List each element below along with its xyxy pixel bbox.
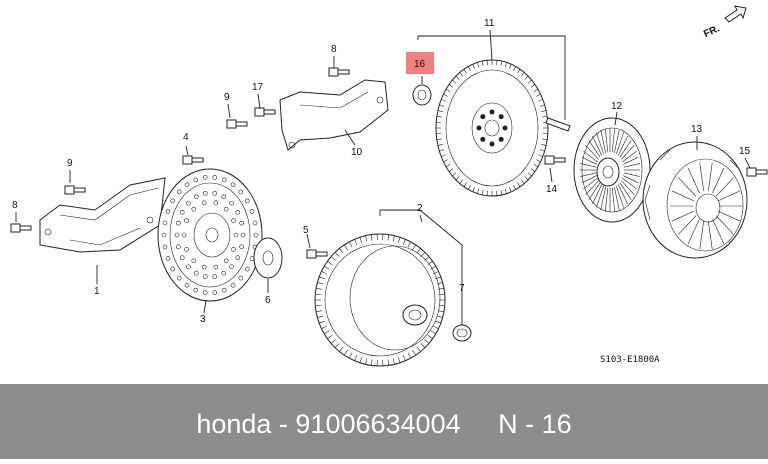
callout-14: 14 xyxy=(546,184,558,195)
callout-8-lower: 8 xyxy=(12,200,18,211)
bolt-shank xyxy=(756,170,767,174)
bolt-head xyxy=(11,224,20,232)
bolt-shank xyxy=(236,122,247,126)
part-3-drive-plate xyxy=(158,169,262,301)
callout-4: 4 xyxy=(183,132,189,143)
bolt-shank xyxy=(554,158,565,162)
callout-2: 2 xyxy=(417,203,423,214)
bolt-head xyxy=(65,186,74,194)
part-number-caption: honda - 91006634004 N - 16 xyxy=(0,384,768,459)
callout-11: 11 xyxy=(484,18,495,29)
bolt-shank xyxy=(74,188,85,192)
bolt-head xyxy=(255,108,264,116)
callout-1: 1 xyxy=(94,286,100,297)
bolt-head xyxy=(307,250,316,258)
part-7-o-ring xyxy=(453,325,471,341)
callout-10: 10 xyxy=(351,147,363,158)
bolt-hole xyxy=(499,114,504,119)
bolt xyxy=(11,224,31,232)
part-2-torque-converter xyxy=(315,234,445,366)
bolt xyxy=(329,68,349,76)
callout-17: 17 xyxy=(252,82,264,93)
callout-13: 13 xyxy=(691,124,703,135)
part-1-splash-guard xyxy=(40,178,165,252)
part-16-pilot-bearing xyxy=(413,85,431,105)
callout-12: 12 xyxy=(611,101,623,112)
bolt-head xyxy=(747,168,756,176)
front-direction-arrow: FR. xyxy=(702,6,746,40)
bolt-hole xyxy=(480,137,485,142)
drawing-code: S103-E1800A xyxy=(600,355,660,365)
part-10-cover xyxy=(280,80,388,150)
bolt-hole xyxy=(477,126,482,131)
direction-label: FR. xyxy=(702,23,721,40)
bolt xyxy=(183,156,203,164)
bolt xyxy=(545,156,565,164)
callout-5: 5 xyxy=(303,225,309,236)
bolt-shank xyxy=(316,252,327,256)
bolt-head xyxy=(227,120,236,128)
callout-8-upper: 8 xyxy=(331,44,337,55)
callout-9-upper: 9 xyxy=(224,92,230,103)
bolt-head xyxy=(329,68,338,76)
parts-diagram: 1 2 3 4 5 6 7 8 8 9 9 10 11 12 13 14 15 … xyxy=(0,0,768,384)
part-13-pressure-plate xyxy=(643,142,747,258)
footer-bar: honda - 91006634004 N - 16 xyxy=(0,384,768,459)
dowel-pin xyxy=(546,118,570,131)
bolt xyxy=(65,186,85,194)
bolt-shank xyxy=(192,158,203,162)
bolt-hole xyxy=(480,114,485,119)
bolt xyxy=(255,108,275,116)
callout-15: 15 xyxy=(739,146,751,157)
bolt-hole xyxy=(490,110,495,115)
callout-16: 16 xyxy=(414,59,426,70)
bolt-shank xyxy=(264,110,275,114)
bolt xyxy=(227,120,247,128)
bolt-shank xyxy=(338,70,349,74)
part-6-spacer xyxy=(254,238,282,278)
bolt-head xyxy=(183,156,192,164)
bolt-hole xyxy=(499,137,504,142)
callout-7: 7 xyxy=(459,283,465,294)
bolt-head xyxy=(545,156,554,164)
callout-9-lower: 9 xyxy=(67,158,73,169)
bolt-shank xyxy=(20,226,31,230)
callout-6: 6 xyxy=(265,295,271,306)
bolt xyxy=(307,250,327,258)
bolt-hole xyxy=(490,142,495,147)
bolt-hole xyxy=(503,126,508,131)
callout-3: 3 xyxy=(200,314,206,325)
bolt xyxy=(747,168,767,176)
